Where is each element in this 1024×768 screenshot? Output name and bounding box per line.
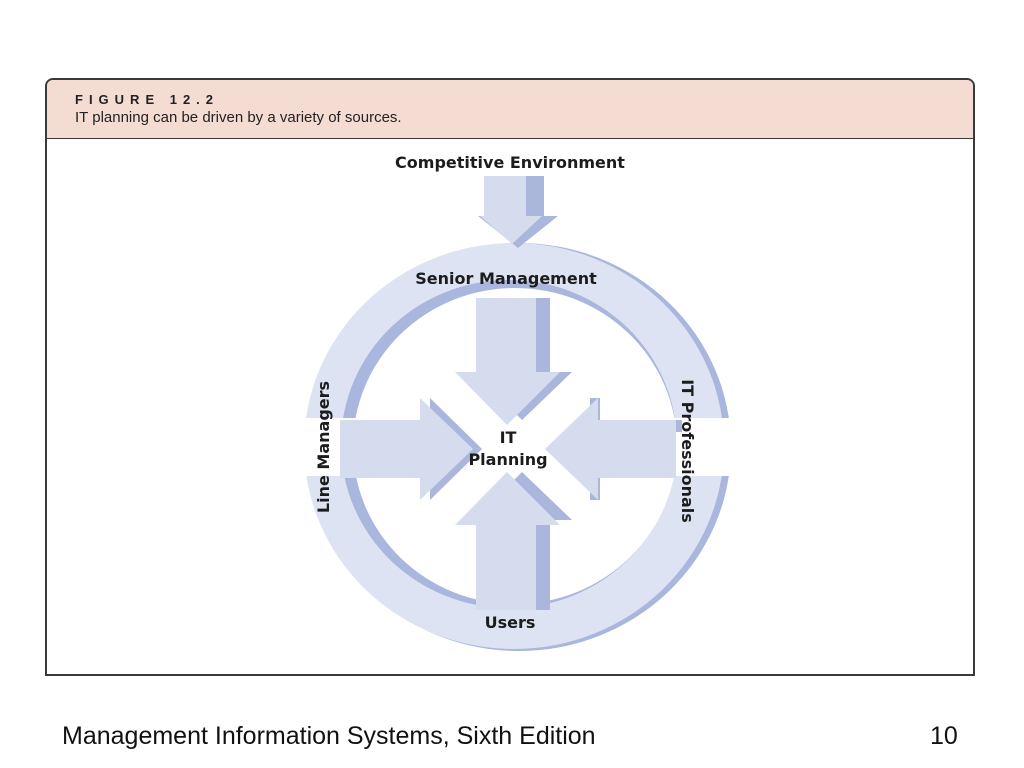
left-arrow-body (545, 398, 676, 500)
up-arrow-body (455, 472, 560, 610)
it-professionals-label: IT Professionals (678, 379, 697, 523)
competitive-environment-label: Competitive Environment (395, 153, 625, 172)
figure-header: FIGURE 12.2 IT planning can be driven by… (47, 80, 973, 139)
down-arrow-shadow (510, 298, 572, 420)
center-label-line1: IT (500, 428, 517, 447)
senior-management-label: Senior Management (415, 269, 597, 288)
competitive-arrow-body (480, 176, 542, 244)
down-arrow (455, 298, 572, 425)
competitive-environment-arrow (478, 176, 558, 248)
down-arrow-body (455, 298, 560, 425)
line-managers-label: Line Managers (314, 381, 333, 513)
up-arrow (455, 472, 572, 610)
ring-inner (353, 288, 677, 604)
ring (304, 243, 731, 651)
right-arrow-body (340, 398, 473, 500)
center-label-line2: Planning (468, 450, 547, 469)
figure-label: FIGURE 12.2 (75, 92, 220, 107)
footer-title: Management Information Systems, Sixth Ed… (62, 722, 596, 750)
figure-caption: IT planning can be driven by a variety o… (75, 109, 402, 126)
right-arrow (340, 398, 482, 500)
up-arrow-shadow (510, 472, 572, 610)
users-label: Users (485, 613, 536, 632)
left-arrow (545, 398, 682, 500)
page-number: 10 (930, 722, 958, 750)
